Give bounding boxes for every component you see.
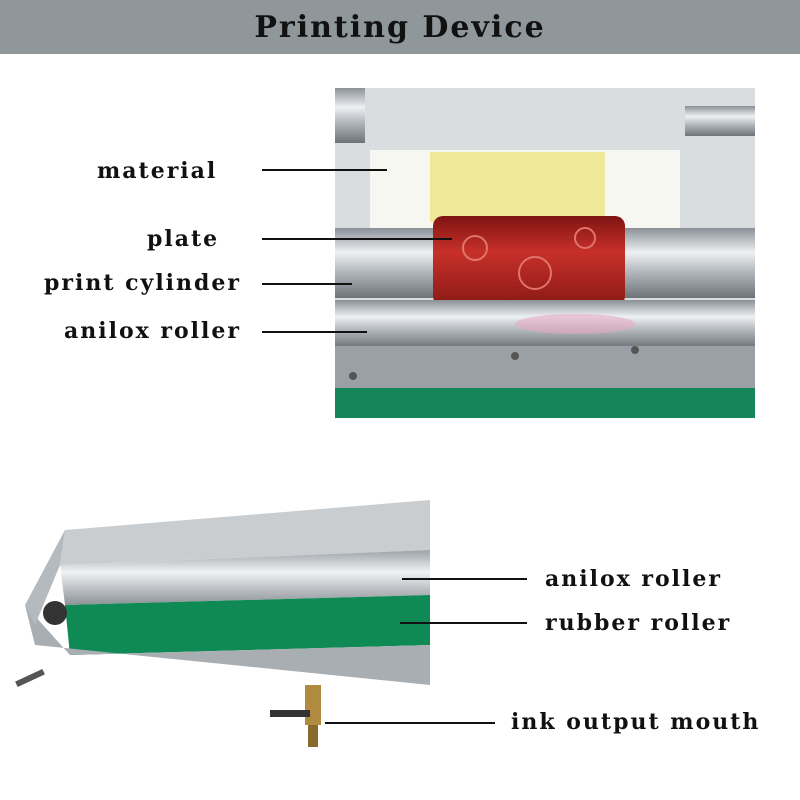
label-plate: plate bbox=[147, 226, 220, 252]
leader-rubber-roller bbox=[400, 622, 527, 624]
label-ink-output-mouth: ink output mouth bbox=[511, 709, 761, 735]
leader-ink-output-mouth bbox=[325, 722, 495, 724]
label-anilox-roller-top: anilox roller bbox=[64, 318, 241, 344]
label-material: material bbox=[97, 158, 218, 184]
leader-plate bbox=[262, 238, 452, 240]
label-print-cylinder: print cylinder bbox=[44, 270, 242, 296]
page-title: Printing Device bbox=[254, 9, 546, 45]
leader-anilox-roller-bottom bbox=[402, 578, 527, 580]
leader-print-cylinder bbox=[262, 283, 352, 285]
title-bar: Printing Device bbox=[0, 0, 800, 54]
label-rubber-roller: rubber roller bbox=[545, 610, 732, 636]
leader-anilox-roller-top bbox=[262, 331, 367, 333]
ink-tray-photo bbox=[15, 500, 430, 747]
label-anilox-roller-bottom: anilox roller bbox=[545, 566, 722, 592]
printing-unit-photo bbox=[335, 88, 755, 418]
leader-material bbox=[262, 169, 387, 171]
